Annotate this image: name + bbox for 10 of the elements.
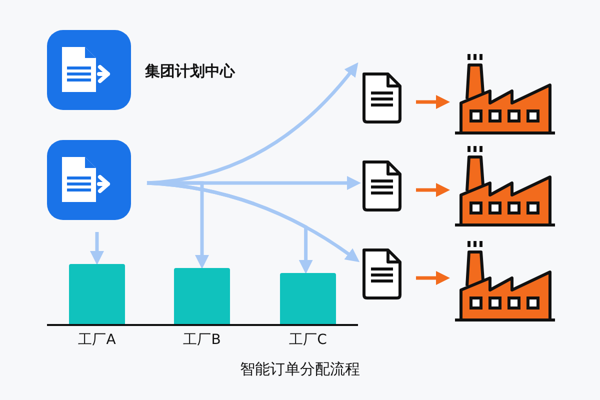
arrow [416, 183, 450, 197]
bar-label: 工厂C [288, 331, 328, 349]
node-label: 集团计划中心 [145, 62, 235, 81]
caption: 智能订单分配流程 [239, 360, 361, 379]
arrow [90, 232, 104, 265]
bar-label: 工厂A [77, 331, 117, 349]
arrow [416, 271, 450, 285]
arrow [416, 95, 450, 109]
bar-label: 工厂B [182, 331, 222, 349]
arrow [146, 181, 313, 274]
